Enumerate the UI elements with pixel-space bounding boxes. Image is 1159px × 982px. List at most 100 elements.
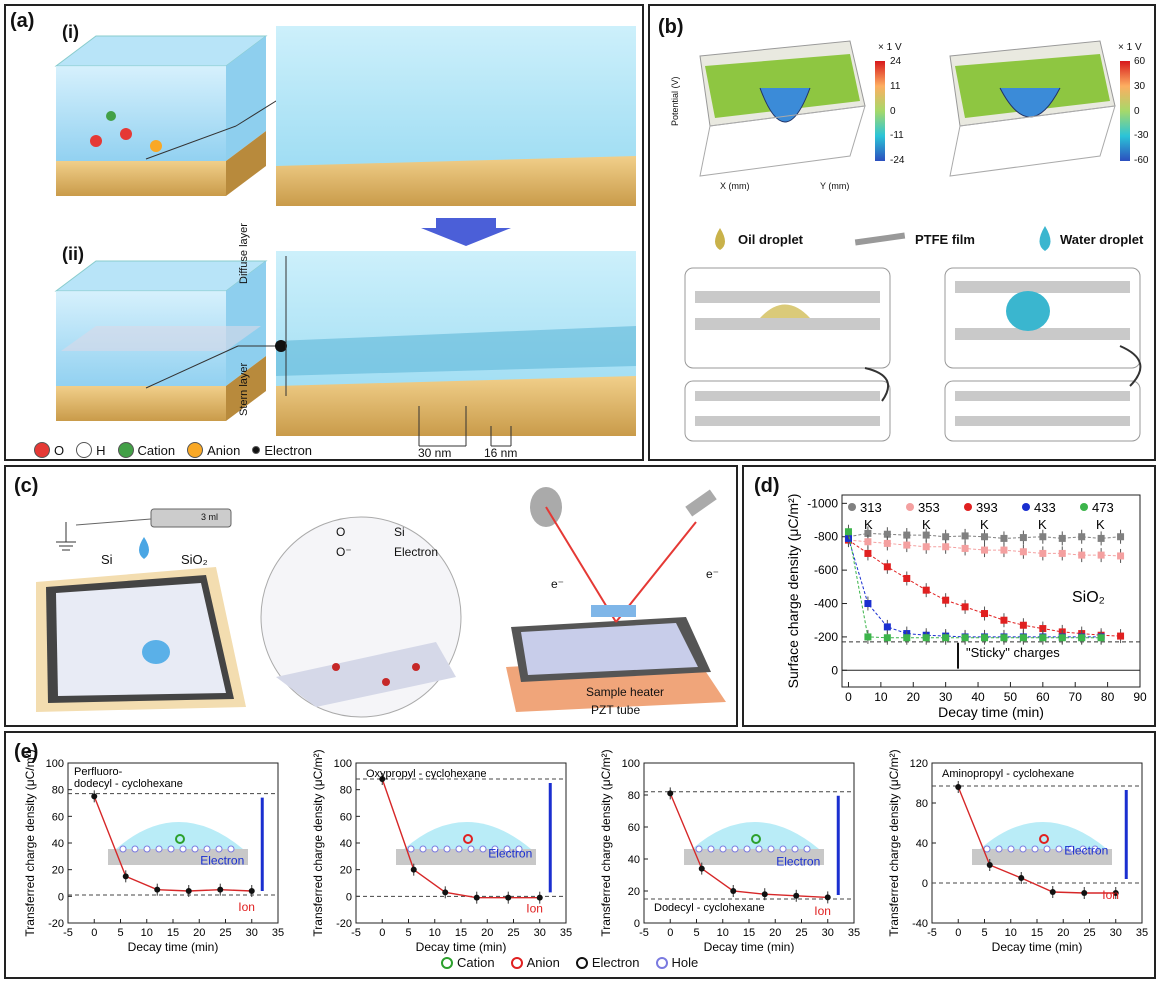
x-tick-label: 5 bbox=[981, 927, 987, 939]
x-tick-label: 5 bbox=[693, 927, 699, 939]
substrate bbox=[108, 849, 248, 865]
hole-marker bbox=[119, 845, 127, 853]
electron-label: Electron bbox=[1064, 844, 1108, 858]
cube-i bbox=[54, 35, 268, 196]
legend-unit: K bbox=[864, 517, 873, 532]
y-tick-label: 100 bbox=[334, 758, 352, 770]
chart-title-line-1: Perfluoro- bbox=[74, 766, 123, 778]
colorbar-tick: 60 bbox=[1134, 56, 1146, 67]
legend-item-o: O bbox=[34, 442, 64, 458]
data-point bbox=[122, 873, 129, 880]
hole-marker bbox=[479, 845, 487, 853]
x-tick-label: -5 bbox=[927, 927, 937, 939]
colorbar-tick: 30 bbox=[1134, 80, 1146, 92]
y-tick-label: 0 bbox=[58, 891, 64, 903]
ground-icon bbox=[56, 522, 76, 551]
data-point-473 bbox=[883, 634, 891, 642]
y-tick-label: -400 bbox=[814, 597, 838, 611]
data-point-473 bbox=[1019, 634, 1027, 642]
panel-c-label: (c) bbox=[14, 475, 39, 497]
panel-a: (a) (i) (ii) bbox=[4, 4, 644, 461]
data-point-473 bbox=[864, 633, 872, 641]
si-label: Si bbox=[101, 552, 113, 567]
x-tick-label: 20 bbox=[1057, 927, 1069, 939]
x-tick-label: 10 bbox=[141, 927, 153, 939]
colorbar-tick: 24 bbox=[890, 56, 902, 67]
data-point-473 bbox=[961, 634, 969, 642]
hole-marker bbox=[227, 845, 235, 853]
hole-marker bbox=[1091, 845, 1099, 853]
scale-30nm: 30 nm bbox=[418, 446, 452, 460]
hole-marker bbox=[131, 845, 139, 853]
panel-b-label: (b) bbox=[658, 16, 684, 38]
data-point bbox=[730, 888, 737, 894]
hole-marker bbox=[695, 845, 703, 853]
panel-c-illustration bbox=[36, 487, 726, 718]
hole-marker bbox=[1067, 845, 1075, 853]
y-tick-label: 40 bbox=[916, 838, 928, 850]
legend-item-cation: Cation bbox=[441, 955, 495, 970]
colorbar-tick: -60 bbox=[1134, 155, 1149, 166]
x-tick-label: 25 bbox=[1083, 927, 1095, 939]
y-tick-label: 100 bbox=[622, 758, 640, 770]
oil-droplet-icon bbox=[715, 228, 725, 250]
data-point-433 bbox=[864, 600, 872, 608]
data-point bbox=[91, 793, 98, 800]
data-point bbox=[442, 889, 449, 896]
y-tick-label: 0 bbox=[634, 918, 640, 930]
y-tick-label: 20 bbox=[340, 865, 352, 877]
zoom-i bbox=[276, 26, 636, 206]
hole-marker bbox=[803, 845, 811, 853]
x-tick-label: 25 bbox=[219, 927, 231, 939]
hole-marker bbox=[791, 845, 799, 853]
x-tick-label: 0 bbox=[955, 927, 961, 939]
data-point bbox=[505, 894, 512, 901]
data-point-393 bbox=[864, 549, 872, 557]
hole-marker bbox=[1055, 845, 1063, 853]
data-point bbox=[410, 866, 417, 873]
y-tick-label: -40 bbox=[912, 918, 928, 930]
hole-marker bbox=[431, 845, 439, 853]
data-point-473 bbox=[844, 528, 852, 536]
data-point-393 bbox=[903, 574, 911, 582]
y-tick-label: 0 bbox=[831, 663, 838, 677]
data-point-353 bbox=[1117, 552, 1125, 560]
y-tick-label: 0 bbox=[346, 891, 352, 903]
x-axis-label: X (mm) bbox=[720, 181, 750, 191]
legend-unit: K bbox=[980, 517, 989, 532]
ion-label: Ion bbox=[814, 904, 831, 918]
probe-ion bbox=[1039, 834, 1049, 844]
x-tick-label: 10 bbox=[874, 690, 888, 704]
hole-marker bbox=[1043, 845, 1051, 853]
panel-a-sub-ii-label: (ii) bbox=[62, 244, 84, 264]
hole-marker bbox=[755, 845, 763, 853]
legend-o-minus: O⁻ bbox=[336, 545, 352, 559]
x-tick-label: 35 bbox=[272, 927, 284, 939]
x-tick-label: 0 bbox=[845, 690, 852, 704]
y-tick-label: -1000 bbox=[807, 496, 838, 510]
syringe-volume: 3 ml bbox=[201, 512, 219, 522]
x-axis-label: Decay time (min) bbox=[992, 940, 1083, 954]
probe-ion bbox=[463, 834, 473, 844]
ptfe-film-icon bbox=[854, 232, 906, 246]
y-tick-label: 20 bbox=[52, 865, 64, 877]
legend-label-433: 433 bbox=[1034, 500, 1056, 515]
x-tick-label: 10 bbox=[429, 927, 441, 939]
y-tick-label: -20 bbox=[336, 918, 352, 930]
legend-label: Hole bbox=[671, 955, 699, 970]
data-point-393 bbox=[942, 596, 950, 604]
x-tick-label: -5 bbox=[639, 927, 649, 939]
hole-marker bbox=[1079, 845, 1087, 853]
data-point bbox=[1112, 890, 1119, 896]
data-point-313 bbox=[922, 531, 930, 539]
x-tick-label: 20 bbox=[907, 690, 921, 704]
data-point bbox=[248, 888, 255, 894]
hole-marker bbox=[515, 845, 523, 853]
hole-marker bbox=[779, 845, 787, 853]
legend-marker-o bbox=[34, 442, 50, 458]
y-tick-label: 0 bbox=[922, 878, 928, 890]
data-point-473 bbox=[1058, 634, 1066, 642]
